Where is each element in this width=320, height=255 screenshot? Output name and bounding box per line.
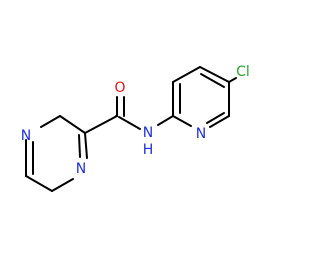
bond <box>51 178 74 192</box>
atom-n-pyrazine-top: N <box>21 128 31 144</box>
atom-o-carbonyl: O <box>114 80 125 96</box>
bond <box>84 115 118 134</box>
bond <box>228 77 237 83</box>
bond <box>84 132 88 159</box>
amide-group <box>84 96 174 134</box>
atom-h-amide: H <box>143 142 154 158</box>
bond <box>172 115 192 127</box>
bond <box>199 66 230 83</box>
atom-n-pyrazine-bottom: N <box>76 161 86 177</box>
pyrazine-ring <box>25 115 88 192</box>
bond <box>209 115 230 128</box>
structure-diagram: N N O N H N Cl <box>21 64 250 192</box>
bond <box>78 134 81 158</box>
molecule-canvas: N N O N H N Cl <box>21 64 250 192</box>
bond <box>172 66 201 83</box>
bond <box>40 115 61 128</box>
bond <box>157 115 174 126</box>
bond <box>206 112 225 124</box>
bond <box>118 116 141 130</box>
bond <box>59 115 86 134</box>
atom-chlorine: Cl <box>236 64 250 80</box>
atom-n-amide: N <box>143 125 153 141</box>
bond <box>25 175 53 192</box>
pyridine-ring <box>172 66 237 128</box>
bond <box>200 73 225 88</box>
atom-n-pyridine: N <box>196 126 206 142</box>
